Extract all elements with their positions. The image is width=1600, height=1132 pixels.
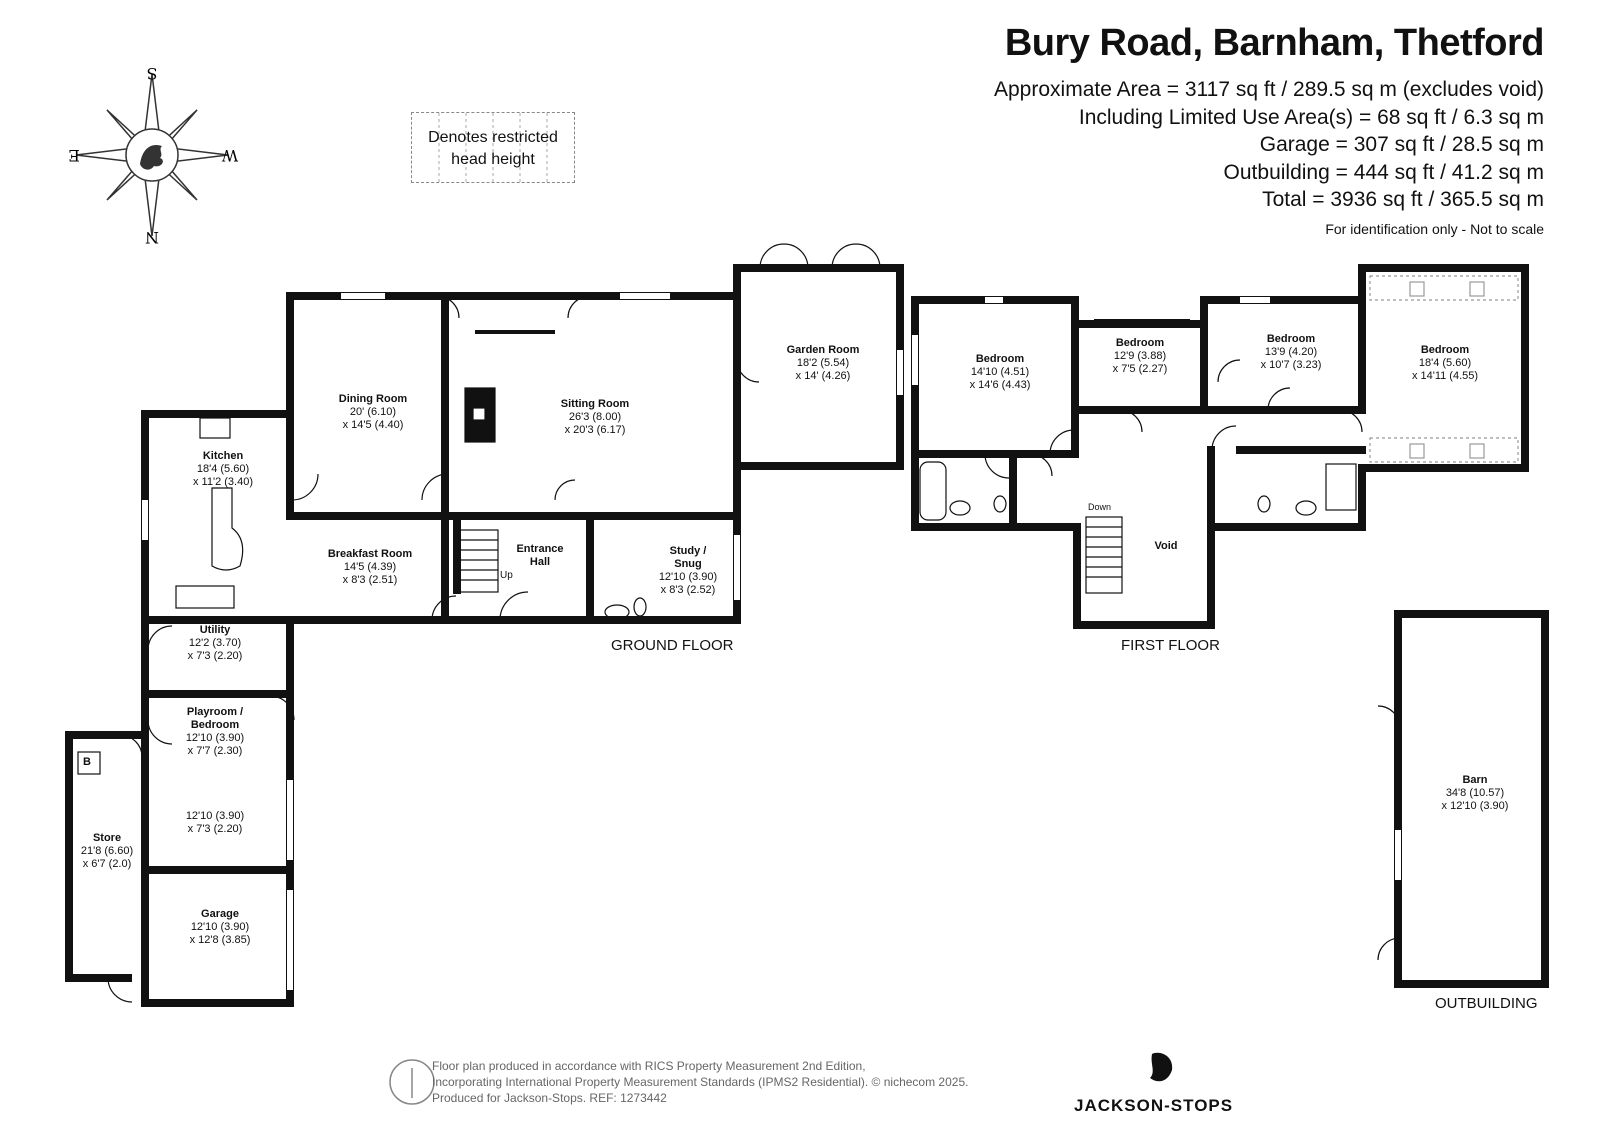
room-bedroom-1: Bedroom 14'10 (4.51) x 14'6 (4.43) <box>945 353 1055 392</box>
room-name: Bedroom <box>190 719 240 731</box>
room-entrance-hall: Entrance Hall <box>500 543 580 569</box>
room-dimension: 26'3 (8.00) <box>568 411 622 423</box>
footer-line: Floor plan produced in accordance with R… <box>432 1059 866 1073</box>
room-name: Bedroom <box>1266 333 1316 345</box>
footer-line: Incorporating International Property Mea… <box>432 1075 969 1089</box>
room-dimension: x 7'3 (2.20) <box>187 823 243 835</box>
room-dimension: x 6'7 (2.0) <box>82 858 132 870</box>
room-name: Bedroom <box>1420 344 1470 356</box>
stairs-down-label: Down <box>1088 502 1112 512</box>
boiler-label: B <box>83 756 91 768</box>
room-dimension: 12'10 (3.90) <box>658 571 718 583</box>
room-dimension: x 10'7 (3.23) <box>1260 359 1322 371</box>
room-void: Void <box>1136 540 1196 553</box>
room-name: Garden Room <box>786 344 860 356</box>
area-line: Outbuilding = 444 sq ft / 41.2 sq m <box>1223 160 1544 184</box>
room-name: Store <box>92 832 122 844</box>
floor-label-ground: GROUND FLOOR <box>611 637 734 654</box>
room-dimension: x 11'2 (3.40) <box>193 476 253 488</box>
legend-text: Denotes restricted <box>428 129 558 146</box>
disclaimer: For identification only - Not to scale <box>1325 221 1544 237</box>
room-name: Dining Room <box>338 393 408 405</box>
area-line: Including Limited Use Area(s) = 68 sq ft… <box>1078 105 1544 129</box>
room-dimension: x 7'5 (2.27) <box>1112 363 1168 375</box>
room-bedroom-4: Bedroom 18'4 (5.60) x 14'11 (4.55) <box>1390 344 1500 383</box>
room-store: Store 21'8 (6.60) x 6'7 (2.0) <box>72 832 142 871</box>
stairs-up-label: Up <box>500 570 513 581</box>
property-title: Bury Road, Barnham, Thetford <box>1004 22 1545 64</box>
room-name: Breakfast Room <box>327 548 413 560</box>
restricted-height-legend: Denotes restricted head height <box>411 112 575 183</box>
room-garden: Garden Room 18'2 (5.54) x 14' (4.26) <box>768 344 878 383</box>
footer-notes: Floor plan produced in accordance with R… <box>432 1058 968 1106</box>
room-dimension: 34'8 (10.57) <box>1445 787 1505 799</box>
room-dimension: x 12'10 (3.90) <box>1441 800 1509 812</box>
room-dimension: 18'4 (5.60) <box>196 463 250 475</box>
compass-w: W <box>221 146 238 165</box>
room-study: Study / Snug 12'10 (3.90) x 8'3 (2.52) <box>640 545 736 597</box>
footer-line: Produced for Jackson-Stops. REF: 1273442 <box>432 1091 667 1105</box>
compass-n: N <box>145 228 159 247</box>
floor-label-outbuilding: OUTBUILDING <box>1435 995 1538 1012</box>
room-dimension: x 14' (4.26) <box>795 370 851 382</box>
room-name: Barn <box>1462 774 1488 786</box>
room-dimension: x 20'3 (6.17) <box>564 424 626 436</box>
room-breakfast: Breakfast Room 14'5 (4.39) x 8'3 (2.51) <box>310 548 430 587</box>
room-dimension: x 14'5 (4.40) <box>342 419 404 431</box>
room-dimension: 14'5 (4.39) <box>343 561 397 573</box>
room-dimension: 18'2 (5.54) <box>796 357 850 369</box>
room-name: Entrance <box>516 543 564 555</box>
room-dimension: 12'10 (3.90) <box>185 810 245 822</box>
room-dimension: 12'10 (3.90) <box>190 921 250 933</box>
room-playroom: Playroom / Bedroom 12'10 (3.90) x 7'7 (2… <box>165 706 265 758</box>
room-dimension: x 14'11 (4.55) <box>1411 370 1479 382</box>
floor-label-first: FIRST FLOOR <box>1121 637 1220 654</box>
compass-s: S <box>147 64 158 83</box>
room-name: Kitchen <box>202 450 244 462</box>
room-bedroom-3: Bedroom 13'9 (4.20) x 10'7 (3.23) <box>1236 333 1346 372</box>
room-dimension: x 8'3 (2.51) <box>342 574 398 586</box>
room-dimension: 21'8 (6.60) <box>80 845 134 857</box>
room-dimension: x 14'6 (4.43) <box>969 379 1031 391</box>
room-name: Bedroom <box>975 353 1025 365</box>
room-dining: Dining Room 20' (6.10) x 14'5 (4.40) <box>318 393 428 432</box>
area-line: Approximate Area = 3117 sq ft / 289.5 sq… <box>994 78 1544 101</box>
brand-logo: JACKSON-STOPS <box>1074 1096 1234 1115</box>
room-garage: Garage 12'10 (3.90) x 12'8 (3.85) <box>170 908 270 947</box>
room-bedroom-2: Bedroom 12'9 (3.88) x 7'5 (2.27) <box>1090 337 1190 376</box>
room-dimension: x 7'7 (2.30) <box>187 745 243 757</box>
room-name: Void <box>1154 540 1178 552</box>
room-dimension: 14'10 (4.51) <box>970 366 1030 378</box>
room-playroom-lower: 12'10 (3.90) x 7'3 (2.20) <box>170 810 260 836</box>
room-dimension: 20' (6.10) <box>349 406 397 418</box>
room-name: Bedroom <box>1115 337 1165 349</box>
room-name: Playroom / <box>186 706 244 718</box>
room-dimension: x 12'8 (3.85) <box>189 934 251 946</box>
room-name: Hall <box>529 556 551 568</box>
room-dimension: x 7'3 (2.20) <box>187 650 243 662</box>
room-dimension: 12'10 (3.90) <box>185 732 245 744</box>
room-utility: Utility 12'2 (3.70) x 7'3 (2.20) <box>170 624 260 663</box>
room-name: Sitting Room <box>560 398 630 410</box>
room-dimension: x 8'3 (2.52) <box>660 584 716 596</box>
compass-e: E <box>68 146 80 165</box>
room-name: Study / <box>669 545 707 557</box>
area-line: Garage = 307 sq ft / 28.5 sq m <box>1259 133 1544 156</box>
room-dimension: 12'2 (3.70) <box>188 637 242 649</box>
room-kitchen: Kitchen 18'4 (5.60) x 11'2 (3.40) <box>178 450 268 489</box>
compass-icon: S N E W <box>68 64 238 247</box>
area-line: Total = 3936 sq ft / 365.5 sq m <box>1262 188 1544 211</box>
room-name: Snug <box>674 558 702 570</box>
room-dimension: 13'9 (4.20) <box>1264 346 1318 358</box>
area-summary: Approximate Area = 3117 sq ft / 289.5 sq… <box>994 76 1544 214</box>
room-dimension: 12'9 (3.88) <box>1113 350 1167 362</box>
room-sitting: Sitting Room 26'3 (8.00) x 20'3 (6.17) <box>540 398 650 437</box>
room-name: Utility <box>199 624 231 636</box>
room-barn: Barn 34'8 (10.57) x 12'10 (3.90) <box>1420 774 1530 813</box>
legend-text: head height <box>451 151 535 168</box>
room-name: Garage <box>201 908 239 920</box>
room-dimension: 18'4 (5.60) <box>1418 357 1472 369</box>
